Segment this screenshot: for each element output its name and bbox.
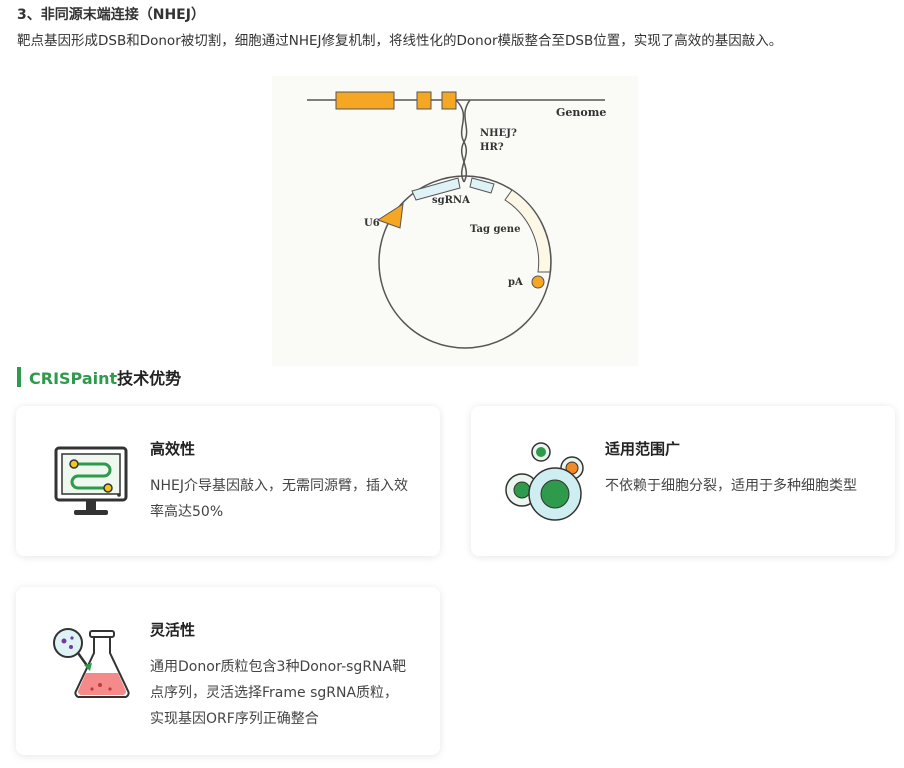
tag-gene-box	[504, 189, 552, 273]
monitor-icon	[50, 440, 132, 522]
card-title: 灵活性	[150, 621, 196, 639]
sgrna-box	[411, 177, 461, 201]
sgrna-box	[469, 177, 495, 194]
section-title: 3、非同源末端连接（NHEJ）	[17, 7, 205, 23]
genome-label: Genome	[556, 106, 606, 119]
advantages-heading: CRISPaint技术优势	[17, 366, 181, 388]
section-description: 靶点基因形成DSB和Donor被切割，细胞通过NHEJ修复机制，将线性化的Don…	[17, 33, 783, 49]
card-text: 不依赖于细胞分裂，适用于多种细胞类型	[605, 478, 857, 494]
card-text: NHEJ介导基因敲入，无需同源臂，插入效率高达50%	[150, 478, 408, 520]
sgrna-label: sgRNA	[432, 195, 470, 206]
cells-icon	[505, 440, 587, 522]
nhej-diagram: Genome NHEJ? HR? sgRNA U6 Tag gene pA	[272, 76, 638, 366]
nhej-label: NHEJ?	[480, 128, 517, 139]
heading-accent-bar	[17, 367, 21, 387]
flask-icon	[50, 621, 132, 703]
card-title: 高效性	[150, 440, 196, 458]
advantages-title-accent: CRISPaint	[29, 369, 118, 388]
u6-label: U6	[364, 218, 380, 229]
advantage-card-applicability: 适用范围广 不依赖于细胞分裂，适用于多种细胞类型	[471, 406, 895, 556]
exon-box	[335, 91, 395, 110]
u6-promoter	[376, 203, 404, 229]
advantage-card-efficiency: 高效性 NHEJ介导基因敲入，无需同源臂，插入效率高达50%	[16, 406, 440, 556]
pa-label: pA	[508, 277, 523, 288]
pa-marker	[531, 275, 545, 289]
card-title: 适用范围广	[605, 440, 681, 458]
advantage-card-flexibility: 灵活性 通用Donor质粒包含3种Donor-sgRNA靶点序列，灵活选择Fra…	[16, 587, 440, 755]
advantages-title: CRISPaint技术优势	[29, 365, 181, 389]
recombination-strand	[461, 99, 471, 183]
card-text: 通用Donor质粒包含3种Donor-sgRNA靶点序列，灵活选择Frame s…	[150, 659, 407, 727]
advantages-title-rest: 技术优势	[117, 369, 182, 388]
hr-label: HR?	[480, 142, 504, 153]
tag-gene-label: Tag gene	[470, 224, 520, 235]
exon-box	[441, 91, 457, 110]
exon-box	[416, 91, 432, 110]
